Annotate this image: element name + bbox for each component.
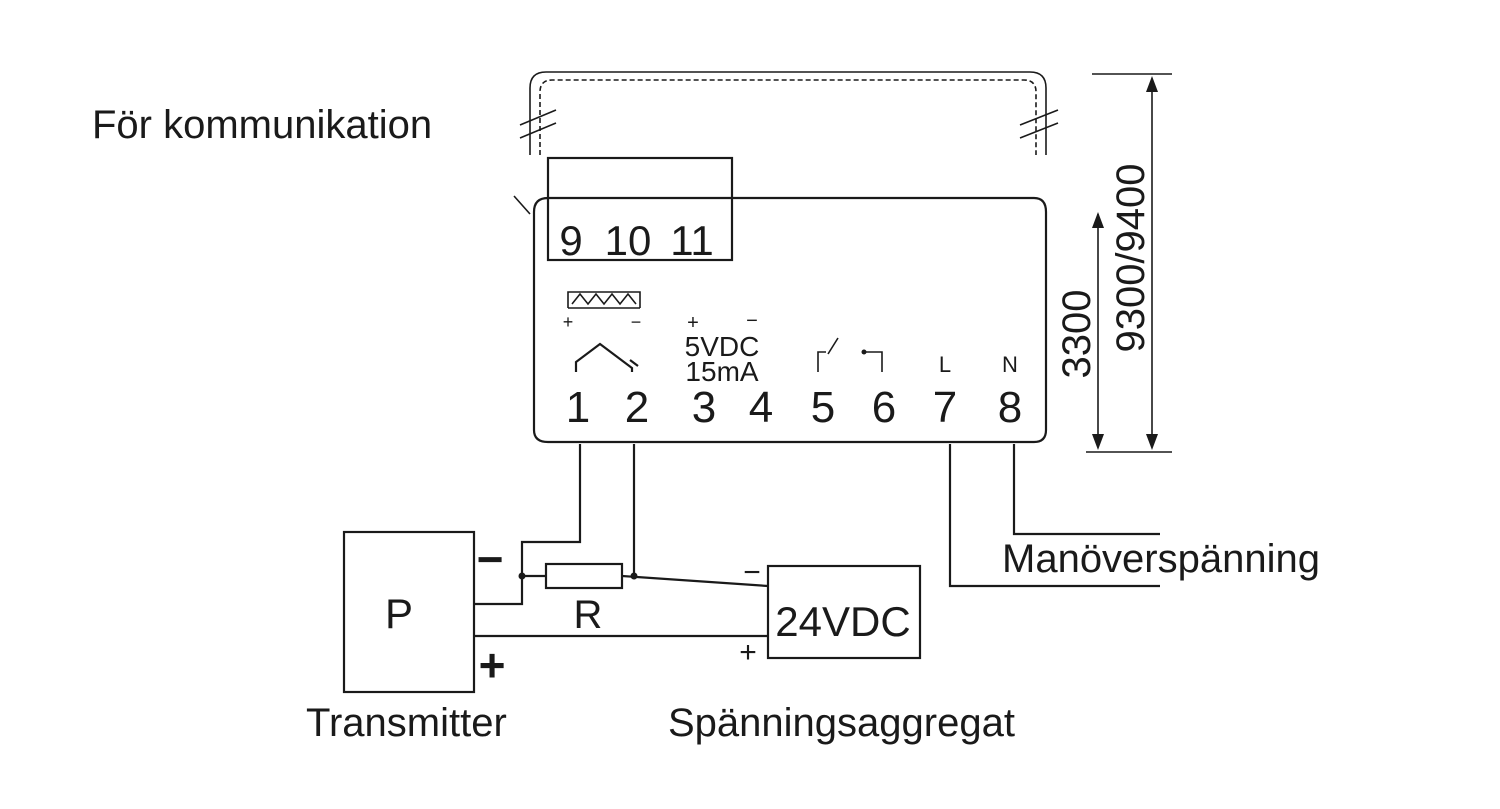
terminal-10: 10 <box>605 217 652 264</box>
neutral-label: N <box>1002 352 1018 377</box>
instrument-body <box>532 196 1048 444</box>
sensor-symbol <box>567 291 641 309</box>
transmitter-wiring <box>474 444 769 638</box>
terminal-9: 9 <box>559 217 582 264</box>
terminal-5: 5 <box>811 383 835 432</box>
sensor-wire-symbol <box>574 342 639 372</box>
body-corner-tick <box>513 195 531 215</box>
transmitter-box <box>342 530 476 694</box>
transmitter-minus: − <box>477 533 504 585</box>
sensor-plus-sign: + <box>563 312 574 332</box>
dimension-outer-label: 9300/9400 <box>1109 163 1153 352</box>
vdc-minus-sign: − <box>746 310 758 332</box>
live-label: L <box>939 352 951 377</box>
terminal-8: 8 <box>998 383 1022 432</box>
communication-label: För kommunikation <box>92 103 432 147</box>
transmitter-label: Transmitter <box>306 701 507 745</box>
transmitter-symbol: P <box>385 590 413 637</box>
terminal-6: 6 <box>872 383 896 432</box>
communication-terminal-box <box>546 156 734 262</box>
vdc-plus-sign: + <box>687 312 699 334</box>
dimension-inner-label: 3300 <box>1055 290 1099 379</box>
terminal-7: 7 <box>933 383 957 432</box>
terminal-4: 4 <box>749 383 773 432</box>
transmitter-plus: + <box>479 639 506 691</box>
relay-contact-symbol <box>817 337 883 372</box>
dimension-lines <box>1086 73 1172 453</box>
power-supply-plus: + <box>739 636 757 669</box>
current-label: 15mA <box>685 356 758 387</box>
terminal-3: 3 <box>692 383 716 432</box>
resistor <box>544 562 624 590</box>
terminal-2: 2 <box>625 383 649 432</box>
communication-cable <box>519 71 1059 155</box>
power-supply-minus: − <box>743 556 761 589</box>
power-supply-label: Spänningsaggregat <box>668 701 1015 745</box>
power-supply-box <box>766 564 922 660</box>
resistor-label: R <box>574 593 603 637</box>
sensor-minus-sign: − <box>631 312 642 332</box>
power-supply-voltage: 24VDC <box>775 598 910 645</box>
control-voltage-wiring <box>948 444 1160 588</box>
terminal-1: 1 <box>566 383 590 432</box>
terminal-11: 11 <box>670 217 714 264</box>
control-voltage-label: Manöverspänning <box>1002 537 1320 581</box>
vdc-label: 5VDC <box>685 331 760 362</box>
